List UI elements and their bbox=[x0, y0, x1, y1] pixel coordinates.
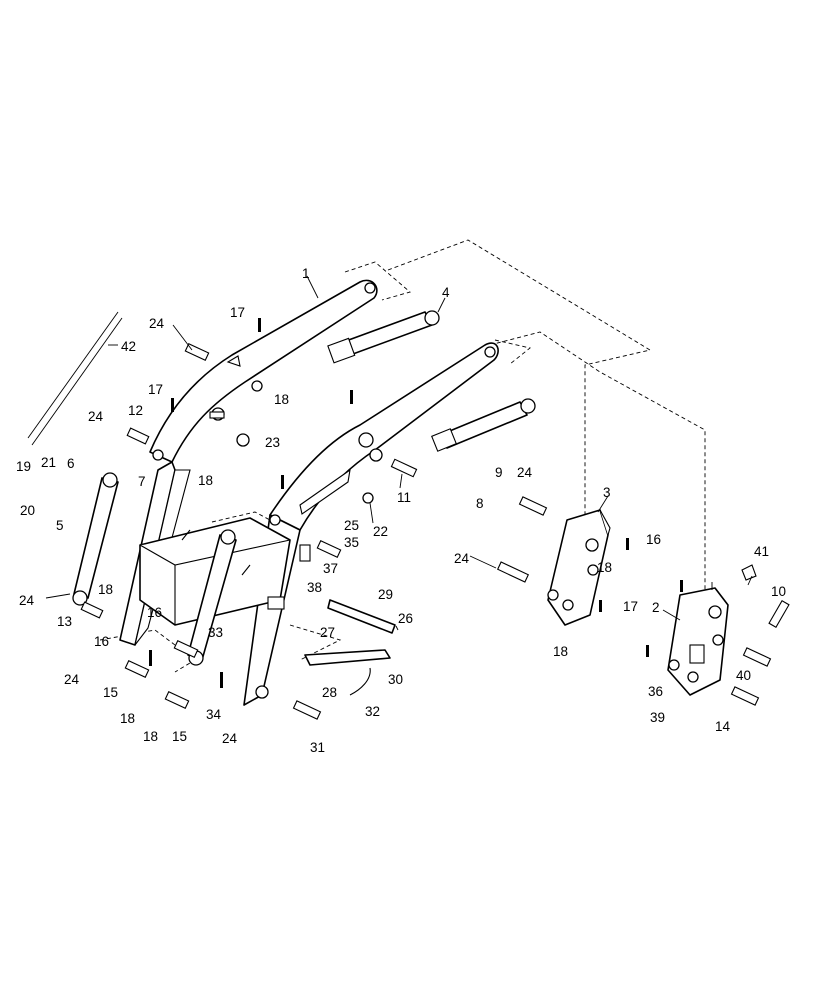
callout-10: 10 bbox=[771, 584, 786, 599]
callout-18g: 18 bbox=[553, 644, 568, 659]
bucket-cylinder-upper bbox=[327, 310, 440, 364]
callout-25: 25 bbox=[344, 518, 359, 533]
callout-27: 27 bbox=[320, 625, 335, 640]
callout-21: 21 bbox=[41, 455, 56, 470]
callout-17b: 17 bbox=[148, 382, 163, 397]
callout-3: 3 bbox=[603, 485, 611, 500]
callout-18e: 18 bbox=[143, 729, 158, 744]
callout-16a: 16 bbox=[94, 634, 109, 649]
callout-36: 36 bbox=[648, 684, 663, 699]
pins bbox=[80, 342, 790, 720]
callout-22: 22 bbox=[373, 524, 388, 539]
callout-11: 11 bbox=[397, 490, 411, 505]
callout-leaders bbox=[45, 275, 753, 631]
bucket-cylinder-lower bbox=[431, 398, 536, 452]
callout-41: 41 bbox=[754, 544, 769, 559]
callout-24c: 24 bbox=[517, 465, 533, 480]
callout-18b: 18 bbox=[198, 473, 213, 488]
callout-9: 9 bbox=[495, 465, 503, 480]
callout-5: 5 bbox=[56, 518, 64, 533]
callout-labels: 1 2 3 4 5 6 7 8 9 10 11 12 13 14 15 15 1… bbox=[16, 266, 786, 755]
callout-4: 4 bbox=[442, 285, 450, 300]
callout-20: 20 bbox=[20, 503, 35, 518]
callout-19: 19 bbox=[16, 459, 31, 474]
callout-24b: 24 bbox=[88, 409, 104, 424]
callout-17a: 17 bbox=[230, 305, 245, 320]
callout-18a: 18 bbox=[274, 392, 289, 407]
callout-24f: 24 bbox=[64, 672, 80, 687]
callout-13: 13 bbox=[57, 614, 72, 629]
callout-7: 7 bbox=[138, 474, 146, 489]
callout-40: 40 bbox=[736, 668, 751, 683]
callout-12: 12 bbox=[128, 403, 143, 418]
callout-28: 28 bbox=[322, 685, 337, 700]
callout-23: 23 bbox=[265, 435, 280, 450]
lift-cylinder-left bbox=[72, 472, 119, 606]
callout-24g: 24 bbox=[222, 731, 238, 746]
callout-15a: 15 bbox=[103, 685, 118, 700]
callout-24a: 24 bbox=[149, 316, 165, 331]
callout-37: 37 bbox=[323, 561, 338, 576]
callout-24e: 24 bbox=[19, 593, 35, 608]
callout-24d: 24 bbox=[454, 551, 470, 566]
level-indicator-rod bbox=[27, 311, 123, 446]
callout-42: 42 bbox=[121, 339, 136, 354]
assembly-reference-lines bbox=[99, 239, 706, 673]
callout-18d: 18 bbox=[120, 711, 135, 726]
callout-33: 33 bbox=[208, 625, 223, 640]
callout-18c: 18 bbox=[98, 582, 113, 597]
callout-18f: 18 bbox=[597, 560, 612, 575]
mount-bracket-right bbox=[667, 587, 729, 696]
parking-stand bbox=[304, 599, 396, 696]
callout-6: 6 bbox=[67, 456, 75, 471]
callout-34: 34 bbox=[206, 707, 222, 722]
callout-14: 14 bbox=[715, 719, 731, 734]
callout-1: 1 bbox=[302, 266, 310, 281]
bolts bbox=[149, 318, 683, 688]
callout-35: 35 bbox=[344, 535, 359, 550]
callout-16c: 16 bbox=[646, 532, 661, 547]
mount-bracket-left bbox=[547, 509, 611, 626]
callout-15b: 15 bbox=[172, 729, 187, 744]
callout-26: 26 bbox=[398, 611, 413, 626]
callout-17c: 17 bbox=[623, 599, 638, 614]
callout-39: 39 bbox=[650, 710, 665, 725]
callout-38: 38 bbox=[307, 580, 322, 595]
callout-2: 2 bbox=[652, 600, 660, 615]
callout-31: 31 bbox=[310, 740, 325, 755]
callout-29: 29 bbox=[378, 587, 393, 602]
callout-8: 8 bbox=[476, 496, 484, 511]
callout-32: 32 bbox=[365, 704, 380, 719]
callout-16b: 16 bbox=[147, 605, 162, 620]
callout-30: 30 bbox=[388, 672, 403, 687]
